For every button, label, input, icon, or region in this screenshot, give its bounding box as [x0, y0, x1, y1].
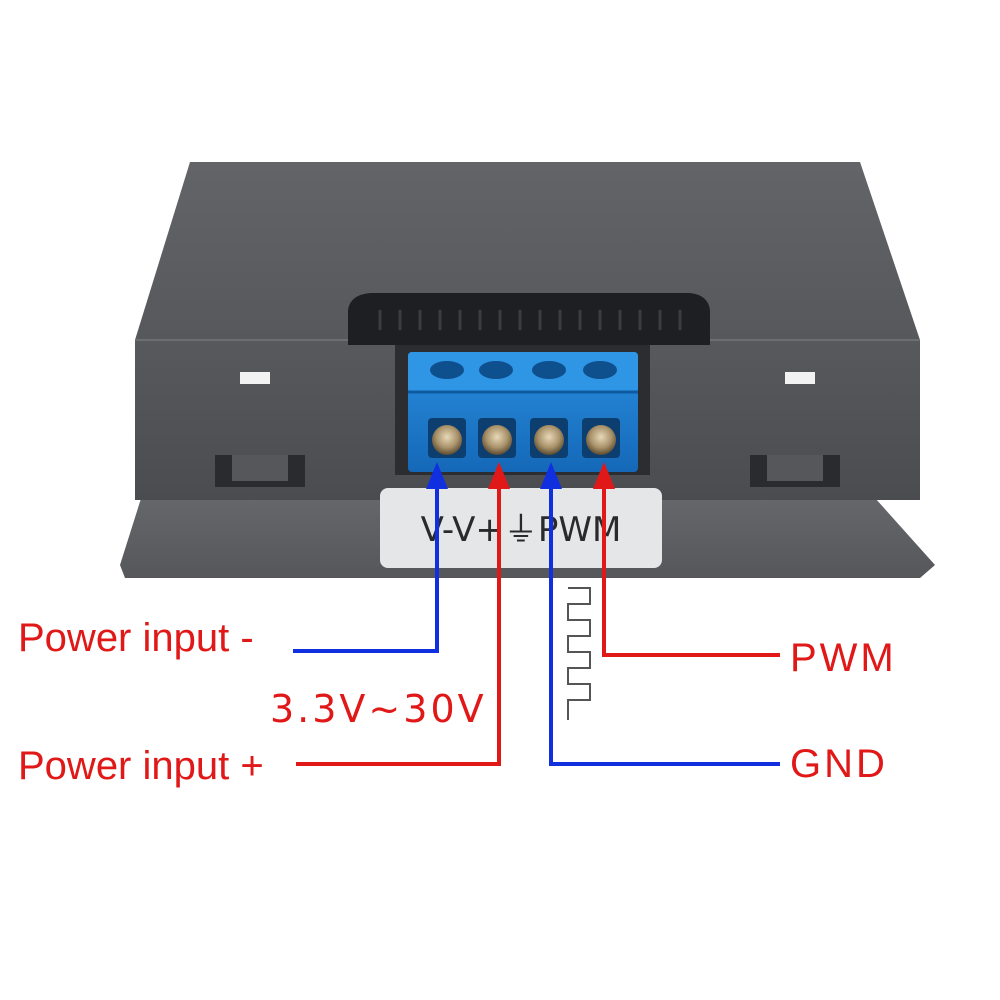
arrow-power-plus [488, 462, 510, 489]
terminal-label-plate: V-V+⏚PWM [380, 488, 662, 568]
square-wave-icon [567, 587, 591, 720]
screw-2 [482, 425, 512, 455]
enclosure-top-face [135, 162, 920, 340]
label-power-input-minus: Power input - [18, 616, 254, 660]
screw-4 [586, 425, 616, 455]
right-snap-clip [750, 372, 840, 487]
wire-gnd [540, 462, 780, 766]
arrow-power-minus [426, 462, 448, 489]
left-snap-clip [215, 372, 305, 487]
wire-pwm [593, 462, 780, 657]
label-pwm: PWM [790, 636, 897, 680]
wire-power-plus [296, 462, 510, 766]
connector-opening [348, 293, 710, 345]
pcb-contacts [378, 310, 682, 330]
label-gnd: GND [790, 742, 888, 786]
terminal-plate-label: V-V+⏚PWM [421, 510, 622, 550]
label-voltage-range: 3.3V~30V [270, 687, 487, 731]
wire-power-minus [293, 462, 448, 653]
screw-3 [534, 425, 564, 455]
label-power-input-plus: Power input + [18, 744, 264, 788]
screw-1 [432, 425, 462, 455]
terminal-screws [428, 418, 620, 458]
arrow-gnd [540, 462, 562, 489]
terminal-block [408, 352, 638, 472]
wire-entry-holes [430, 361, 617, 379]
arrow-pwm [593, 462, 615, 489]
